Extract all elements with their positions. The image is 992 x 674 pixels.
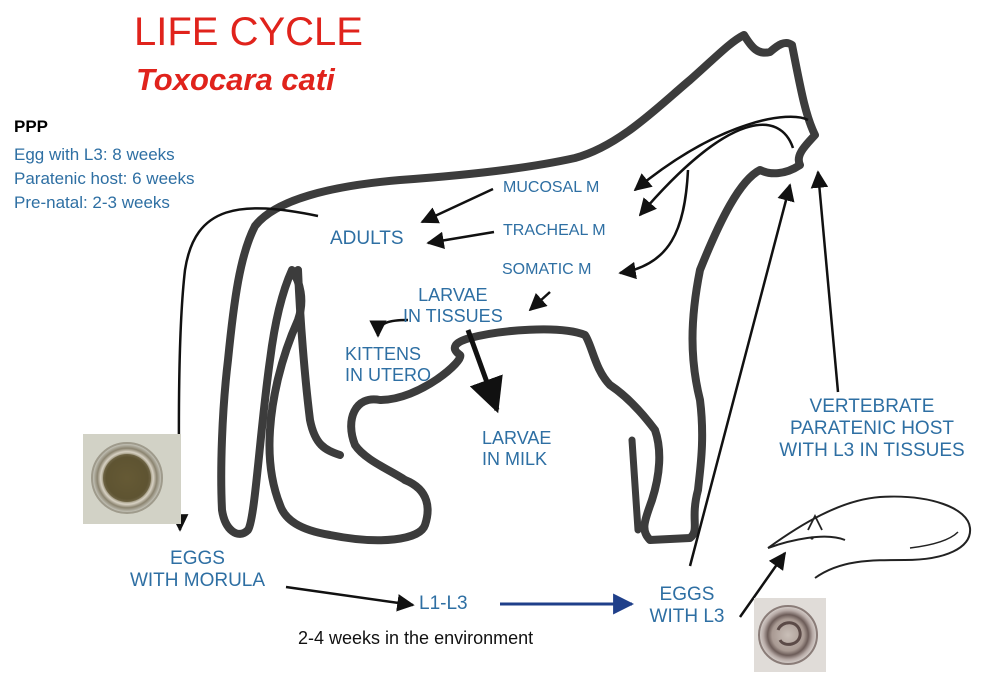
ppp-item: Pre-natal: 2-3 weeks xyxy=(14,191,194,215)
l1-l3-label: L1-L3 xyxy=(419,593,468,615)
mouse-eye xyxy=(810,536,813,539)
arrow-to-somatic xyxy=(620,170,688,273)
arrow-eggs-l3-to-cat xyxy=(690,185,790,566)
environment-duration-note: 2-4 weeks in the environment xyxy=(298,628,533,649)
ppp-heading: PPP xyxy=(14,117,48,137)
vertebrate-paratenic-host-label: VERTEBRATE PARATENIC HOST WITH L3 IN TIS… xyxy=(752,396,992,462)
cat-front-leg-detail xyxy=(632,440,638,530)
mucosal-migration-label: MUCOSAL M xyxy=(503,179,599,197)
larvae-in-milk-label: LARVAE IN MILK xyxy=(482,428,551,469)
adults-label: ADULTS xyxy=(330,228,404,250)
arrow-adults-to-eggs-morula xyxy=(179,208,318,530)
larvae-in-tissues-label: LARVAE IN TISSUES xyxy=(403,285,503,326)
title: LIFE CYCLE xyxy=(134,10,363,55)
arrow-head-to-mucosal xyxy=(635,117,808,190)
eggs-with-l3-label: EGGS WITH L3 xyxy=(632,584,742,628)
arrow-tracheal-to-adults xyxy=(428,232,494,243)
arrow-somatic-to-larvae xyxy=(530,292,550,310)
mouse-back-line xyxy=(910,532,958,548)
arrow-mucosal-to-adults xyxy=(422,189,493,222)
kittens-in-utero-label: KITTENS IN UTERO xyxy=(345,344,431,385)
arrow-morula-to-l1l3 xyxy=(286,587,413,605)
egg-with-morula-photo xyxy=(83,434,181,524)
eggs-with-morula-label: EGGS WITH MORULA xyxy=(110,548,285,592)
mouse-head xyxy=(768,537,845,548)
somatic-migration-label: SOMATIC M xyxy=(502,261,591,279)
subtitle: Toxocara cati xyxy=(136,62,335,98)
ppp-list: Egg with L3: 8 weeks Paratenic host: 6 w… xyxy=(14,143,194,215)
arrow-paratenic-to-cat xyxy=(818,172,838,392)
egg-with-l3-photo xyxy=(754,598,826,672)
ppp-item: Paratenic host: 6 weeks xyxy=(14,167,194,191)
ppp-item: Egg with L3: 8 weeks xyxy=(14,143,194,167)
mouse-outline xyxy=(768,497,970,578)
tracheal-migration-label: TRACHEAL M xyxy=(503,222,606,240)
arrow-larvae-to-milk xyxy=(468,330,497,410)
